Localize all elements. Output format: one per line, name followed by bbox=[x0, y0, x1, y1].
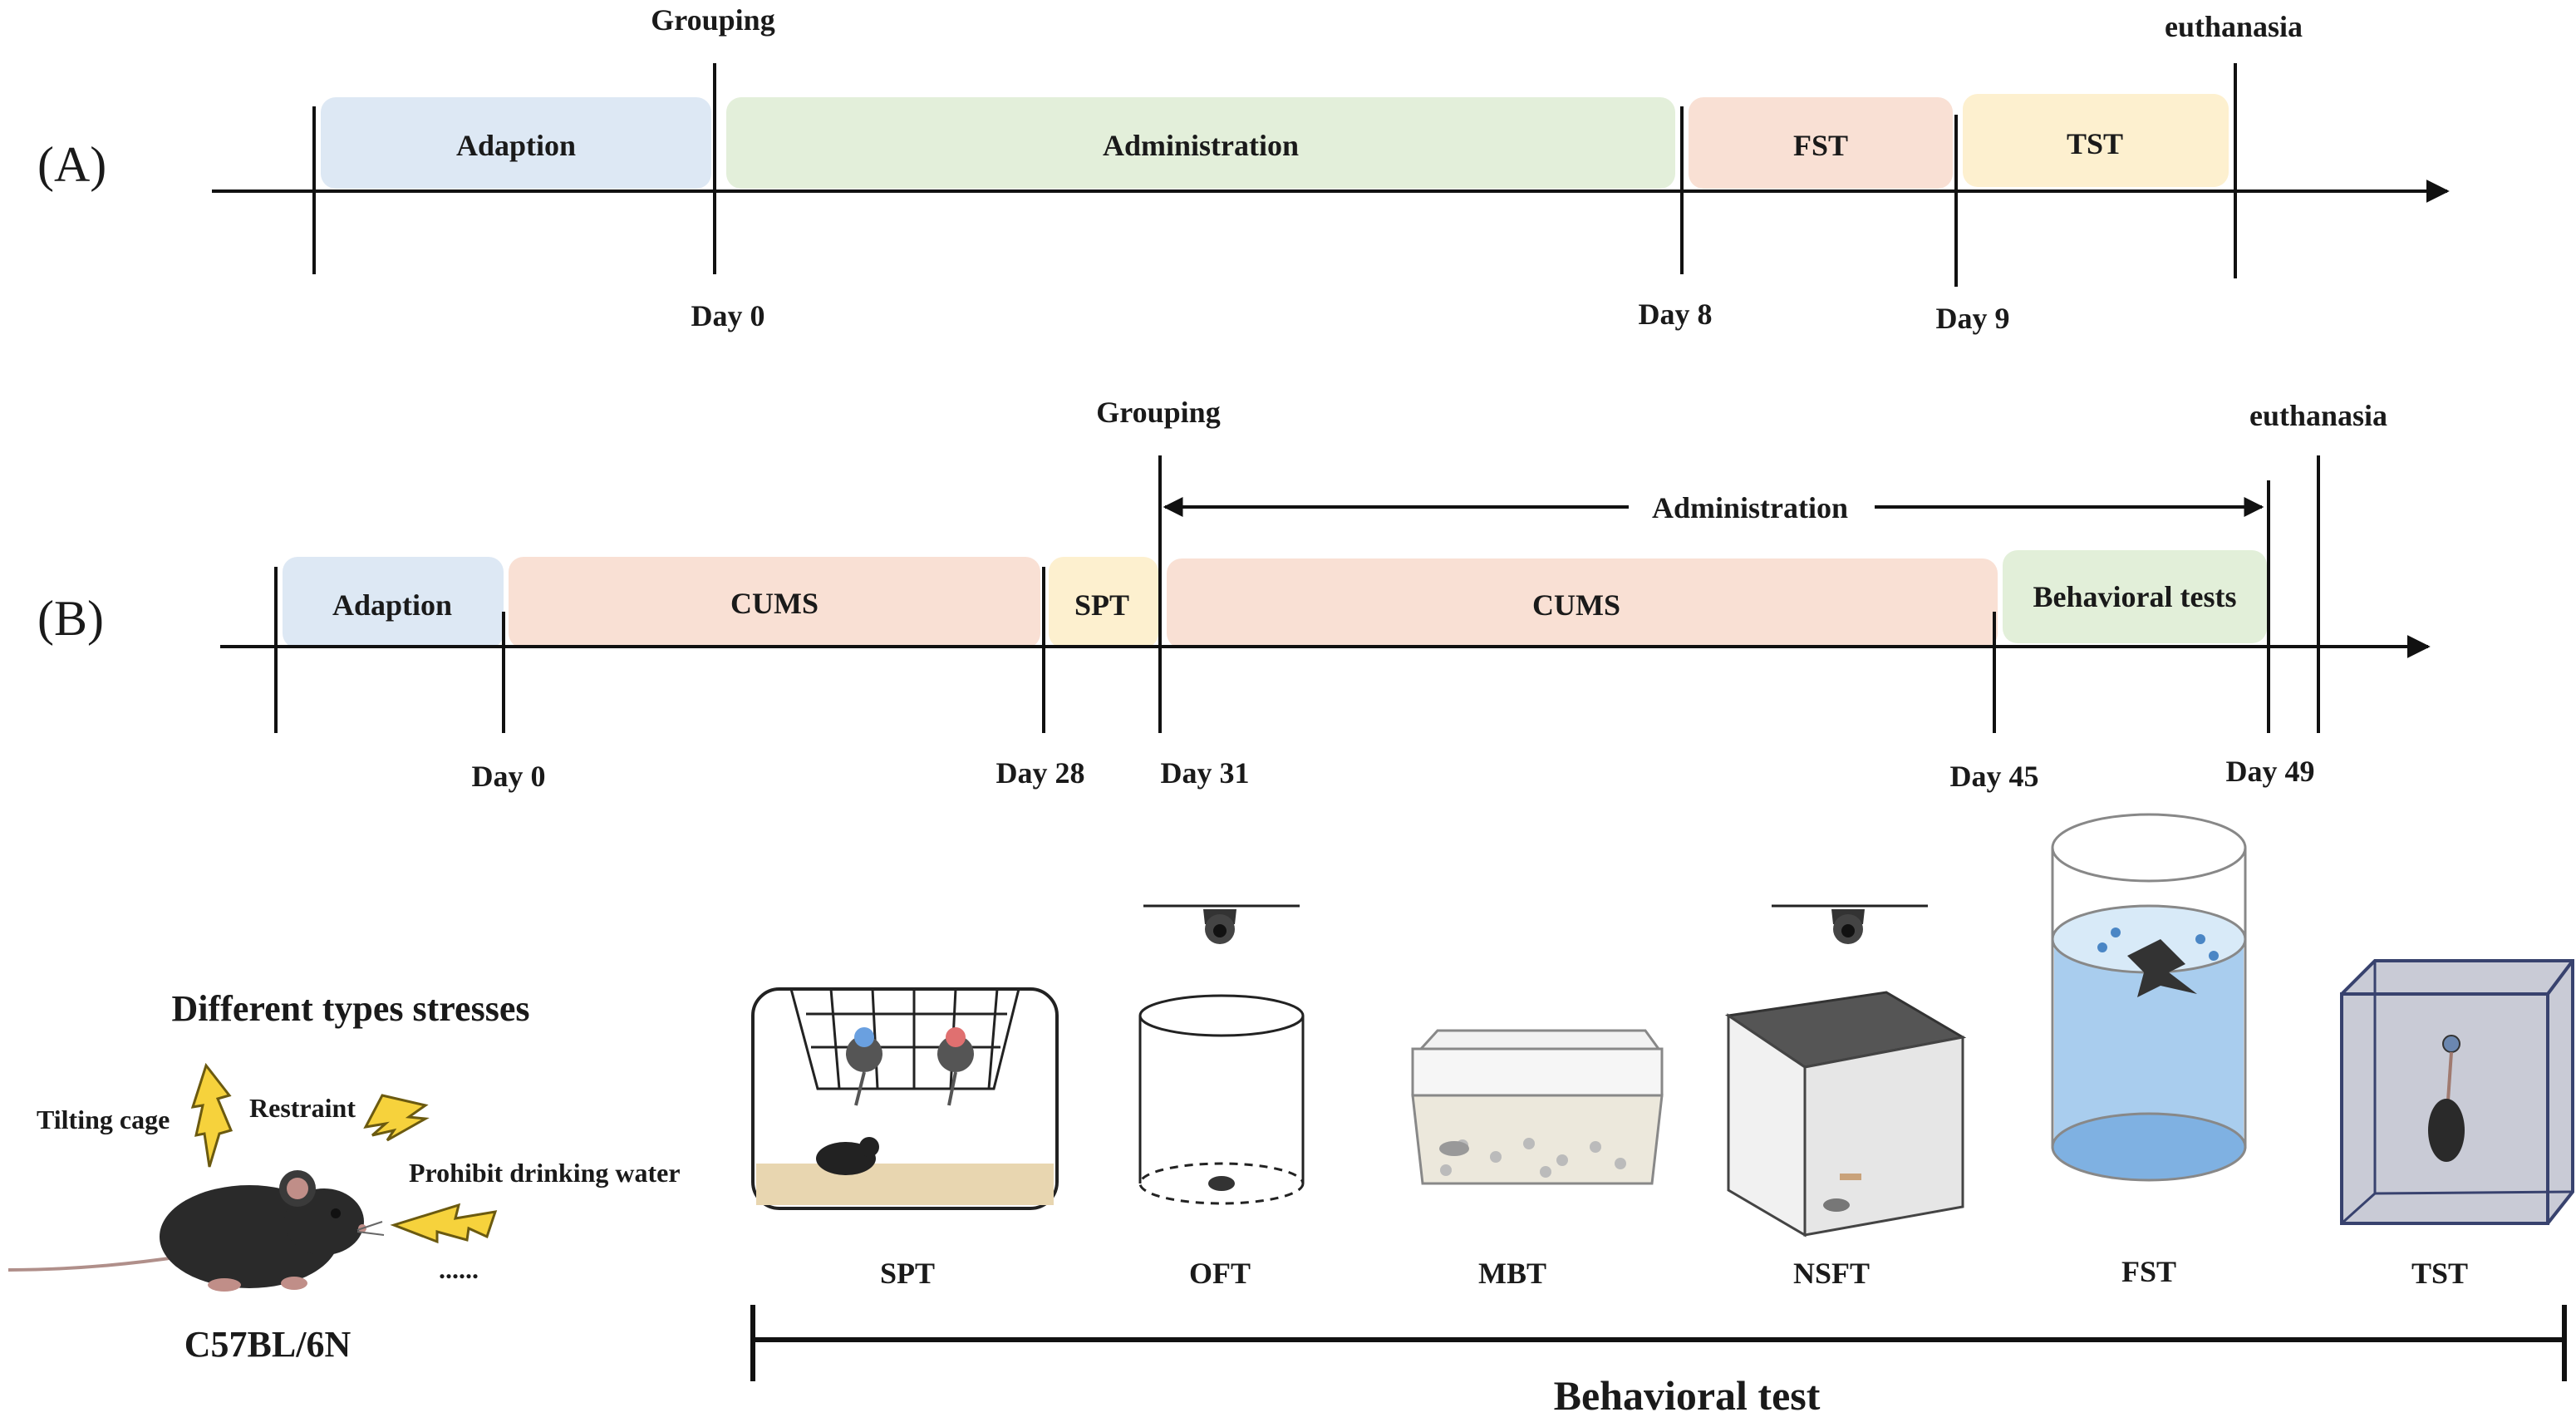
phase-cums-box bbox=[1167, 558, 1998, 648]
panel-a: (A) Adaption Administration FST TST Grou… bbox=[37, 3, 2450, 335]
test-label-oft: OFT bbox=[1189, 1257, 1251, 1290]
day-label: Day 8 bbox=[1639, 298, 1713, 331]
stress-label-prohibit-water: Prohibit drinking water bbox=[409, 1158, 681, 1188]
day-label: Day 45 bbox=[1950, 760, 2039, 793]
test-label-tst: TST bbox=[2411, 1257, 2468, 1290]
test-label-fst: FST bbox=[2121, 1255, 2176, 1288]
oft-apparatus bbox=[1138, 904, 1305, 1205]
mbt-apparatus bbox=[1411, 1029, 1664, 1185]
spt-apparatus bbox=[751, 987, 1059, 1210]
strain-label: C57BL/6N bbox=[184, 1324, 351, 1365]
tst-apparatus bbox=[2340, 959, 2574, 1225]
day-label: Day 9 bbox=[1936, 302, 2010, 335]
stress-label-tilting-cage: Tilting cage bbox=[37, 1105, 170, 1134]
phase-fst-box bbox=[1689, 97, 1953, 189]
grouping-label: Grouping bbox=[651, 3, 774, 37]
stress-section: Different types stresses Tilting cage Re… bbox=[7, 988, 681, 1365]
phase-behavioral-tests-box bbox=[2003, 550, 2267, 643]
lightning-icon bbox=[390, 1203, 498, 1244]
phase-cums-box bbox=[509, 557, 1040, 648]
phase-adaption-box bbox=[321, 97, 711, 189]
phase-adaption-label: Adaption bbox=[332, 588, 452, 622]
mouse-icon bbox=[7, 1170, 385, 1292]
grouping-label: Grouping bbox=[1096, 396, 1220, 429]
phase-cums-label: CUMS bbox=[730, 587, 819, 620]
test-label-mbt: MBT bbox=[1478, 1257, 1546, 1290]
panel-b-label: (B) bbox=[37, 591, 104, 646]
phase-administration-label: Administration bbox=[1103, 129, 1299, 162]
administration-label: Administration bbox=[1652, 491, 1848, 524]
lightning-icon bbox=[190, 1062, 234, 1168]
nsft-apparatus bbox=[1724, 904, 1967, 1238]
behavioral-test-label: Behavioral test bbox=[1554, 1372, 1821, 1419]
phase-adaption-box bbox=[283, 557, 504, 648]
stress-label-restraint: Restraint bbox=[249, 1093, 356, 1123]
euthanasia-label: euthanasia bbox=[2249, 399, 2387, 432]
phase-fst-label: FST bbox=[1793, 129, 1848, 162]
stress-title: Different types stresses bbox=[172, 988, 530, 1029]
phase-tst-label: TST bbox=[2067, 127, 2123, 160]
phase-spt-box bbox=[1049, 557, 1158, 648]
panel-b: (B) Adaption CUMS SPT CUMS Behavioral te… bbox=[37, 396, 2431, 793]
euthanasia-label: euthanasia bbox=[2165, 10, 2303, 43]
panel-a-label: (A) bbox=[37, 137, 106, 192]
phase-behavioral-tests-label: Behavioral tests bbox=[2033, 580, 2237, 613]
phase-cums-label: CUMS bbox=[1532, 588, 1620, 622]
day-label: Day 0 bbox=[472, 760, 546, 793]
behavioral-tests-section: SPT OFT MBT NSFT FST TST Behavioral test bbox=[750, 813, 2574, 1419]
day-label: Day 31 bbox=[1161, 756, 1250, 790]
phase-adaption-label: Adaption bbox=[456, 129, 576, 162]
phase-tst-box bbox=[1963, 94, 2229, 187]
fst-apparatus bbox=[2051, 813, 2247, 1182]
phase-administration-box bbox=[726, 97, 1675, 189]
day-label: Day 49 bbox=[2226, 755, 2315, 788]
day-label: Day 0 bbox=[691, 299, 765, 332]
lightning-icon bbox=[363, 1094, 430, 1142]
day-label: Day 28 bbox=[996, 756, 1085, 790]
test-label-spt: SPT bbox=[880, 1257, 935, 1290]
phase-spt-label: SPT bbox=[1074, 588, 1129, 622]
test-label-nsft: NSFT bbox=[1793, 1257, 1870, 1290]
stress-ellipsis: ...... bbox=[439, 1254, 479, 1284]
